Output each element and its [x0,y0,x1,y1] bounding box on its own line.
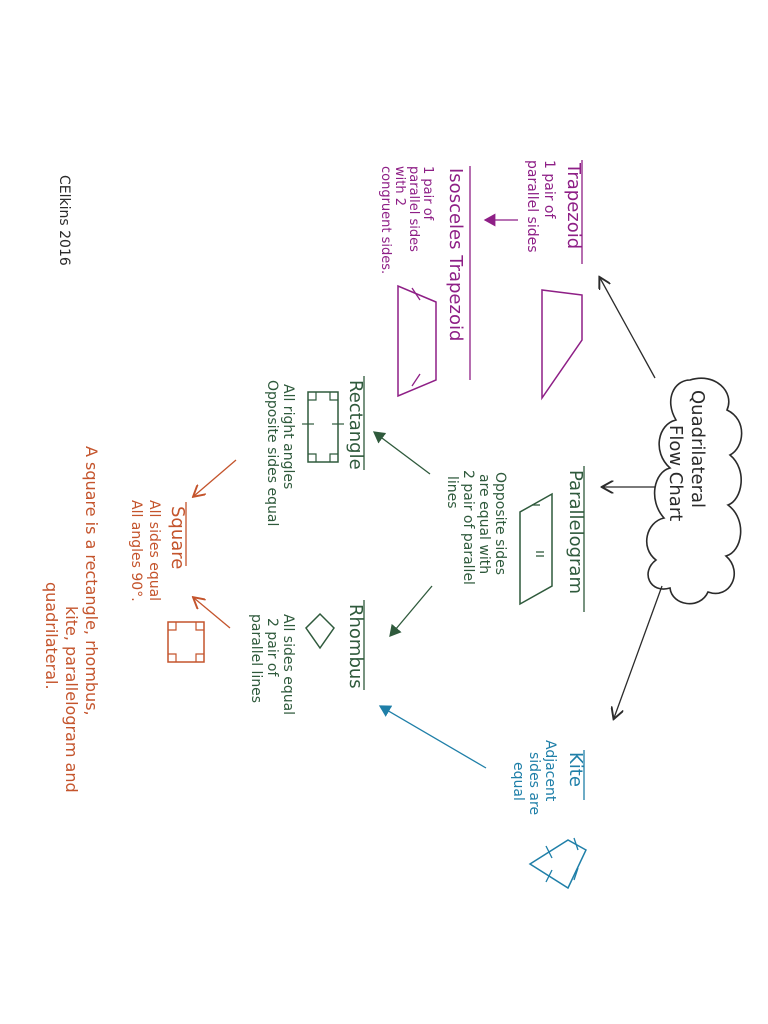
kite-tick-4 [545,869,553,883]
trapezoid-desc-2: parallel sides [524,160,540,253]
rectangle-shape [307,391,339,463]
square-shape [167,621,205,663]
parallelogram-desc-1: Opposite sides [492,472,508,575]
rhombus-desc-3: parallel lines [248,614,264,703]
kite-desc-3: equal [510,762,526,801]
square-title: Square [167,506,188,569]
parallelogram-shape [519,492,553,606]
arrow-kite-rhombus [378,705,487,769]
isosceles-trapezoid-shape [397,284,437,398]
note-line-2: kite, parallelogram and [62,606,81,793]
kite-tick-3 [545,845,553,859]
conclusion-note: A square is a rectangle, rhombus, kite, … [42,446,101,793]
square-corner-marks [168,622,204,662]
rectangle-node: Rectangle All right angles Opposite side… [264,376,366,526]
arrow-root-kite [614,585,663,718]
cloud-shape [646,377,743,605]
parallelogram-title: Parallelogram [565,470,586,594]
root-title-line1: Quadrilateral [687,390,708,508]
trapezoid-desc-1: 1 pair of [541,160,557,219]
note-line-3: quadrilateral. [42,582,61,690]
kite-desc-2: sides are [526,752,542,815]
isosceles-desc-3: with 2 [392,166,407,206]
rhombus-shape [305,612,335,650]
kite-tick-2 [573,867,579,881]
rhombus-title: Rhombus [345,604,366,689]
arrow-root-trapezoid [600,278,656,379]
square-node: Square All sides equal All angles 90°. [128,500,205,663]
rhombus-desc-2: 2 pair of [264,618,280,677]
parallelogram-desc-2: are equal with [476,474,492,574]
kite-shape [528,839,587,890]
kite-tick-1 [573,837,579,851]
note-line-1: A square is a rectangle, rhombus, [82,446,101,716]
rhombus-node: Rhombus All sides equal 2 pair of parall… [248,600,366,715]
trapezoid-title: Trapezoid [563,162,584,249]
square-desc-1: All sides equal [146,500,162,601]
kite-title: Kite [565,752,586,787]
isosceles-tick-1 [411,287,421,301]
square-desc-2: All angles 90°. [128,500,144,602]
arrow-parallelogram-rectangle [372,431,431,475]
rectangle-desc-2: Opposite sides equal [264,380,280,526]
rectangle-title: Rectangle [345,380,366,470]
isosceles-desc-2: parallel sides [406,166,421,252]
trapezoid-node: Trapezoid 1 pair of parallel sides [524,160,584,401]
arrow-rectangle-square [194,459,237,496]
isosceles-tick-2 [411,373,421,387]
isosceles-desc-1: 1 pair of [420,166,435,221]
isosceles-desc-4: congruent sides. [378,166,393,274]
root-node: Quadrilateral Flow Chart [646,377,743,605]
kite-node: Kite Adjacent sides are equal [510,740,587,890]
root-title-line2: Flow Chart [665,425,686,521]
rectangle-corner-marks [308,392,338,462]
credit-text: CElkins 2016 [56,175,72,266]
rectangle-desc-1: All right angles [280,384,296,489]
isosceles-title: Isosceles Trapezoid [445,168,466,341]
arrow-rhombus-square [194,598,231,629]
kite-desc-1: Adjacent [542,740,558,802]
parallelogram-node: Parallelogram Opposite sides are equal w… [444,466,586,612]
isosceles-trapezoid-node: Isosceles Trapezoid 1 pair of parallel s… [378,166,471,398]
trapezoid-shape [541,289,583,401]
arrow-parallelogram-rhombus [389,585,433,637]
rhombus-desc-1: All sides equal [280,614,296,715]
parallelogram-desc-3: 2 pair of parallel [460,470,476,585]
parallelogram-desc-4: lines [444,476,460,509]
